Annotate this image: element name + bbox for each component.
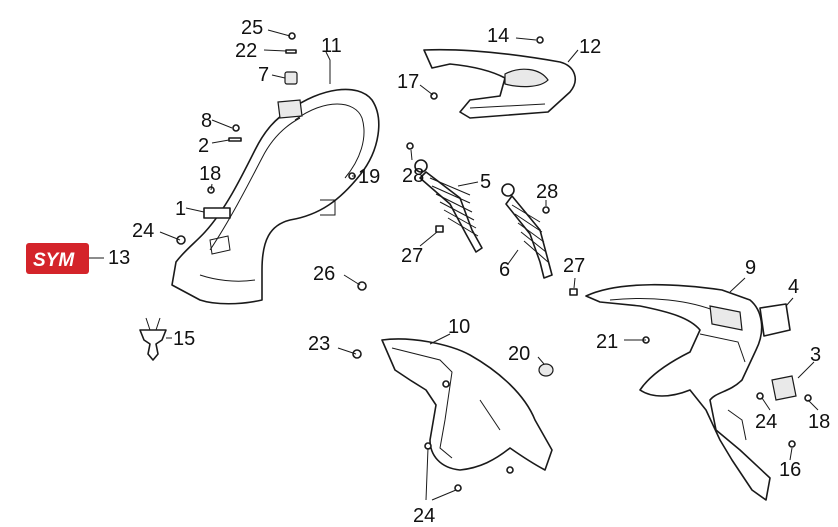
callout-15: 15	[173, 328, 195, 350]
callout-20: 20	[508, 343, 530, 365]
svg-text:SYM: SYM	[33, 250, 75, 271]
fender-fasteners	[176, 32, 356, 245]
sym-logo: SYM	[26, 243, 89, 274]
rear-fender	[171, 88, 380, 305]
callout-10: 10	[448, 316, 470, 338]
shock-absorber-5	[414, 159, 483, 253]
callout-27-right: 27	[563, 255, 585, 277]
callout-22: 22	[235, 40, 257, 62]
callout-16: 16	[779, 459, 801, 481]
callout-3: 3	[810, 344, 821, 366]
callout-12: 12	[579, 36, 601, 58]
callout-8: 8	[201, 110, 212, 132]
callout-24-bottom: 24	[413, 505, 435, 527]
callout-21: 21	[596, 331, 618, 353]
reflector	[771, 375, 797, 401]
callout-28-left: 28	[402, 165, 424, 187]
push-clip	[139, 317, 167, 361]
callout-25: 25	[241, 17, 263, 39]
leader-lines	[89, 29, 819, 501]
callout-19: 19	[358, 166, 380, 188]
callout-26: 26	[313, 263, 335, 285]
reflector-plate	[759, 303, 791, 337]
callout-24-left: 24	[132, 220, 154, 242]
callout-18-right: 18	[808, 411, 830, 433]
license-bracket	[585, 283, 771, 501]
callout-24-right: 24	[755, 411, 777, 433]
callout-13: 13	[108, 247, 130, 269]
shock-absorber-6	[501, 183, 553, 279]
callout-9: 9	[745, 257, 756, 279]
callout-28-right: 28	[536, 181, 558, 203]
callout-4: 4	[788, 276, 799, 298]
callout-6: 6	[499, 259, 510, 281]
callout-7: 7	[258, 64, 269, 86]
callout-18-top: 18	[199, 163, 221, 185]
callout-1: 1	[175, 198, 186, 220]
bracket-fasteners	[642, 336, 812, 448]
bolts-mid	[352, 142, 578, 359]
callout-5: 5	[480, 171, 491, 193]
callout-23: 23	[308, 333, 330, 355]
grab-rail	[423, 36, 576, 119]
callout-labels: 25 22 7 8 2 18 1 24 13 15 11 19 14 12 17…	[108, 17, 830, 527]
callout-14: 14	[487, 25, 509, 47]
callout-17: 17	[397, 71, 419, 93]
callout-27-left: 27	[401, 245, 423, 267]
inner-fender	[381, 338, 553, 492]
clip-20	[538, 363, 554, 377]
callout-11: 11	[321, 35, 342, 57]
callout-2: 2	[198, 135, 209, 157]
